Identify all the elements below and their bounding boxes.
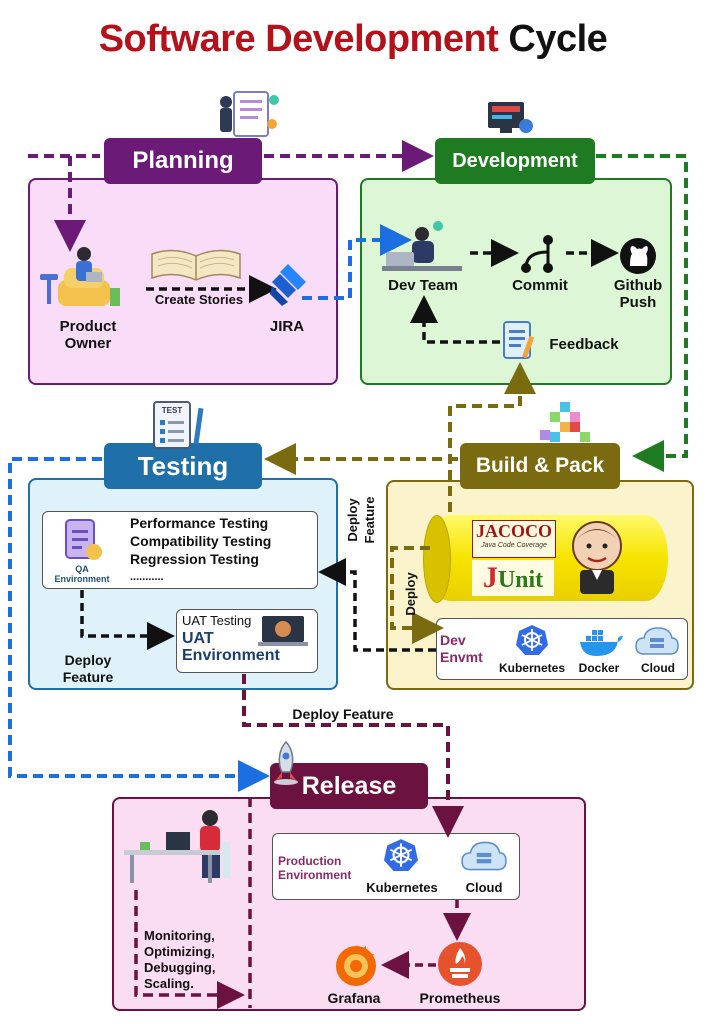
- uat-laptop-icon: [258, 616, 308, 646]
- create-stories-label: Create Stories: [154, 292, 244, 307]
- release-kubernetes-icon: [384, 839, 418, 871]
- feedback-icon: [503, 321, 535, 359]
- product-owner-icon: [40, 247, 120, 306]
- test-type-compatibility: Compatibility Testing: [130, 533, 272, 549]
- github-push-label: Github Push: [613, 277, 663, 311]
- title-part-1: Software Development: [98, 18, 499, 60]
- kubernetes-label: Kubernetes: [498, 661, 566, 675]
- junit-badge: JUnit: [472, 560, 554, 596]
- release-cloud-label: Cloud: [465, 880, 503, 895]
- development-monitor-icon: [488, 102, 533, 133]
- book-icon: [151, 249, 241, 281]
- development-header: Development: [435, 138, 595, 184]
- release-kubernetes-label: Kubernetes: [366, 880, 438, 895]
- testing-deploy-feature-label: Deploy Feature: [62, 652, 114, 685]
- test-type-regression: Regression Testing: [130, 551, 259, 567]
- jira-icon: [270, 264, 306, 306]
- qa-environment-label: QA Environment: [54, 564, 110, 584]
- test-clipboard-icon: TEST: [153, 401, 204, 449]
- dev-team-label: Dev Team: [388, 277, 458, 294]
- jenkins-icon: [572, 521, 622, 594]
- uat-testing-label: UAT Testing: [182, 613, 252, 628]
- tube-end: [423, 515, 451, 603]
- qa-environment-icon: [65, 519, 102, 560]
- diagram-title: Software Development Cycle: [0, 18, 706, 61]
- junit-unit: Unit: [497, 567, 544, 593]
- release-deploy-feature-label: Deploy Feature: [292, 706, 394, 722]
- grafana-label: Grafana: [327, 990, 381, 1006]
- test-type-more: ...........: [130, 571, 164, 583]
- product-owner-label: Product Owner: [59, 318, 117, 352]
- build-header: Build & Pack: [460, 443, 620, 489]
- production-environment-label: Production Environment: [278, 854, 352, 882]
- kubernetes-icon: [516, 625, 548, 655]
- planning-header: Planning: [104, 138, 262, 184]
- svg-text:TEST: TEST: [162, 406, 183, 415]
- commit-label: Commit: [512, 277, 568, 294]
- github-icon: [620, 238, 656, 274]
- docker-icon: [580, 630, 623, 656]
- build-blocks-icon: [540, 402, 590, 442]
- cloud-label: Cloud: [641, 661, 675, 675]
- rocket-icon: [274, 740, 298, 785]
- title-part-2: Cycle: [508, 18, 608, 60]
- dev-team-icon: [382, 221, 462, 271]
- dev-envmt-label: Dev Envmt: [440, 632, 483, 665]
- jira-label: JIRA: [269, 318, 305, 335]
- cloud-icon: [635, 627, 679, 655]
- prometheus-icon: [438, 942, 482, 986]
- release-cloud-icon: [461, 841, 507, 871]
- planning-illustration-icon: [220, 91, 279, 137]
- docker-label: Docker: [578, 661, 620, 675]
- operator-desk-icon: [124, 810, 230, 883]
- jacoco-label: JACOCO: [476, 521, 552, 541]
- grafana-icon: [336, 944, 376, 986]
- build-deploy-feature-label: Deploy Feature: [345, 496, 377, 544]
- build-deploy-label: Deploy: [403, 572, 418, 616]
- test-type-performance: Performance Testing: [130, 515, 269, 531]
- jacoco-badge: JACOCO Java Code Coverage: [472, 520, 556, 558]
- uat-environment-label: UAT Environment: [182, 630, 280, 664]
- feedback-label: Feedback: [549, 336, 619, 353]
- commit-icon: [521, 235, 553, 273]
- monitoring-label: Monitoring, Optimizing, Debugging, Scali…: [144, 928, 216, 991]
- jacoco-sub-label: Java Code Coverage: [481, 542, 547, 549]
- junit-j: J: [482, 561, 498, 594]
- testing-header: Testing: [104, 443, 262, 489]
- release-header: Release: [270, 763, 428, 809]
- prometheus-label: Prometheus: [419, 990, 501, 1006]
